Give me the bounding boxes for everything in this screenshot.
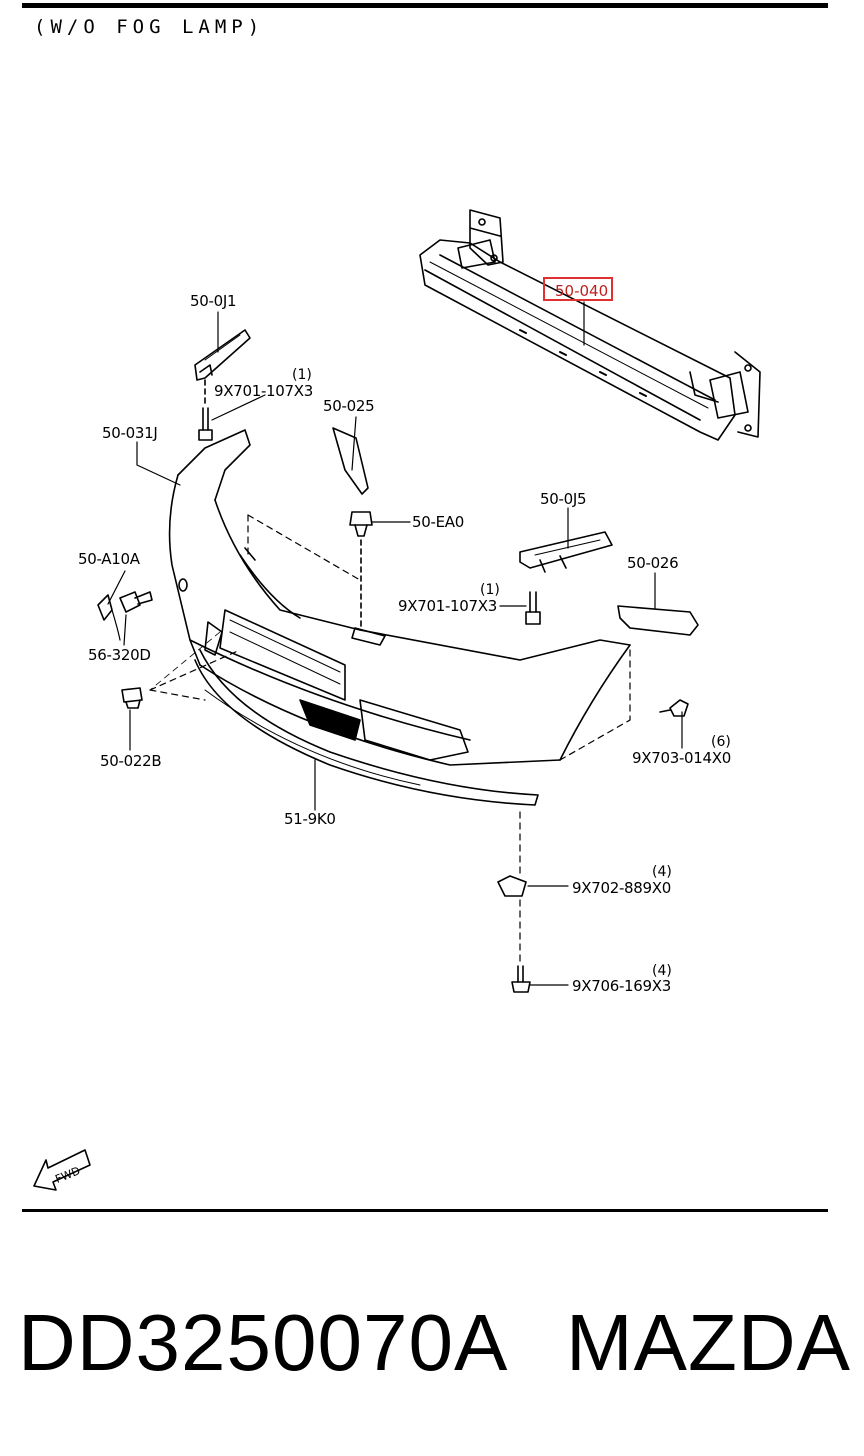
callout-9x706-169x3: 9X706-169X3	[572, 977, 672, 995]
callout-9x701-107x3: 9X701-107X3	[398, 597, 498, 615]
callout-9x701-107x3: 9X701-107X3	[214, 382, 314, 400]
fwd-label: FWD	[53, 1164, 82, 1186]
side-cover	[617, 605, 699, 636]
callout-50-025: 50-025	[323, 397, 375, 415]
brand-name: MAZDA	[566, 1298, 851, 1387]
bracket-right	[519, 531, 613, 573]
highlight-box	[543, 277, 613, 301]
bracket-left	[194, 329, 251, 381]
part-number: DD3250070A	[18, 1298, 509, 1387]
callout-50-0j1: 50-0J1	[190, 292, 237, 310]
callout-50-040: 50-040	[555, 282, 609, 300]
callout-56-320d: 56-320D	[88, 646, 151, 664]
fwd-arrow-icon	[33, 1149, 91, 1191]
push-clip	[121, 687, 143, 709]
seal-strip	[332, 427, 369, 495]
clip-ea0	[349, 511, 373, 629]
callout-50-031j: 50-031J	[102, 424, 158, 442]
front-bumper	[168, 429, 631, 766]
side-marker-lamp	[97, 591, 153, 641]
callout-qty: (6)	[711, 734, 731, 750]
lower-spoiler	[194, 649, 539, 806]
callout-9x702-889x0: 9X702-889X0	[572, 879, 672, 897]
parts-diagram: FWD	[33, 209, 761, 1191]
screw-9x703	[659, 699, 689, 717]
callout-50-ea0: 50-EA0	[412, 513, 464, 531]
guide-lines	[149, 514, 631, 966]
callout-qty: (4)	[652, 963, 672, 979]
bolt-right	[525, 591, 541, 625]
bottom-rule	[22, 1209, 828, 1212]
leader-lines	[107, 301, 683, 986]
bumper-reinforcement	[419, 209, 761, 441]
callout-9x703-014x0: 9X703-014X0	[632, 749, 732, 767]
screw-9x706	[511, 965, 531, 993]
callout-50-022b: 50-022B	[100, 752, 162, 770]
callout-qty: (1)	[480, 582, 500, 598]
diagram-note: (W/O FOG LAMP)	[34, 16, 265, 38]
callout-50-a10a: 50-A10A	[78, 550, 140, 568]
callout-qty: (1)	[292, 367, 312, 383]
callout-qty: (4)	[652, 864, 672, 880]
bolt-upper	[198, 379, 213, 441]
callout-50-0j5: 50-0J5	[540, 490, 587, 508]
callout-51-9k0: 51-9K0	[284, 810, 336, 828]
callout-50-026: 50-026	[627, 554, 679, 572]
top-rule	[22, 3, 828, 8]
clip-nut	[497, 875, 527, 897]
